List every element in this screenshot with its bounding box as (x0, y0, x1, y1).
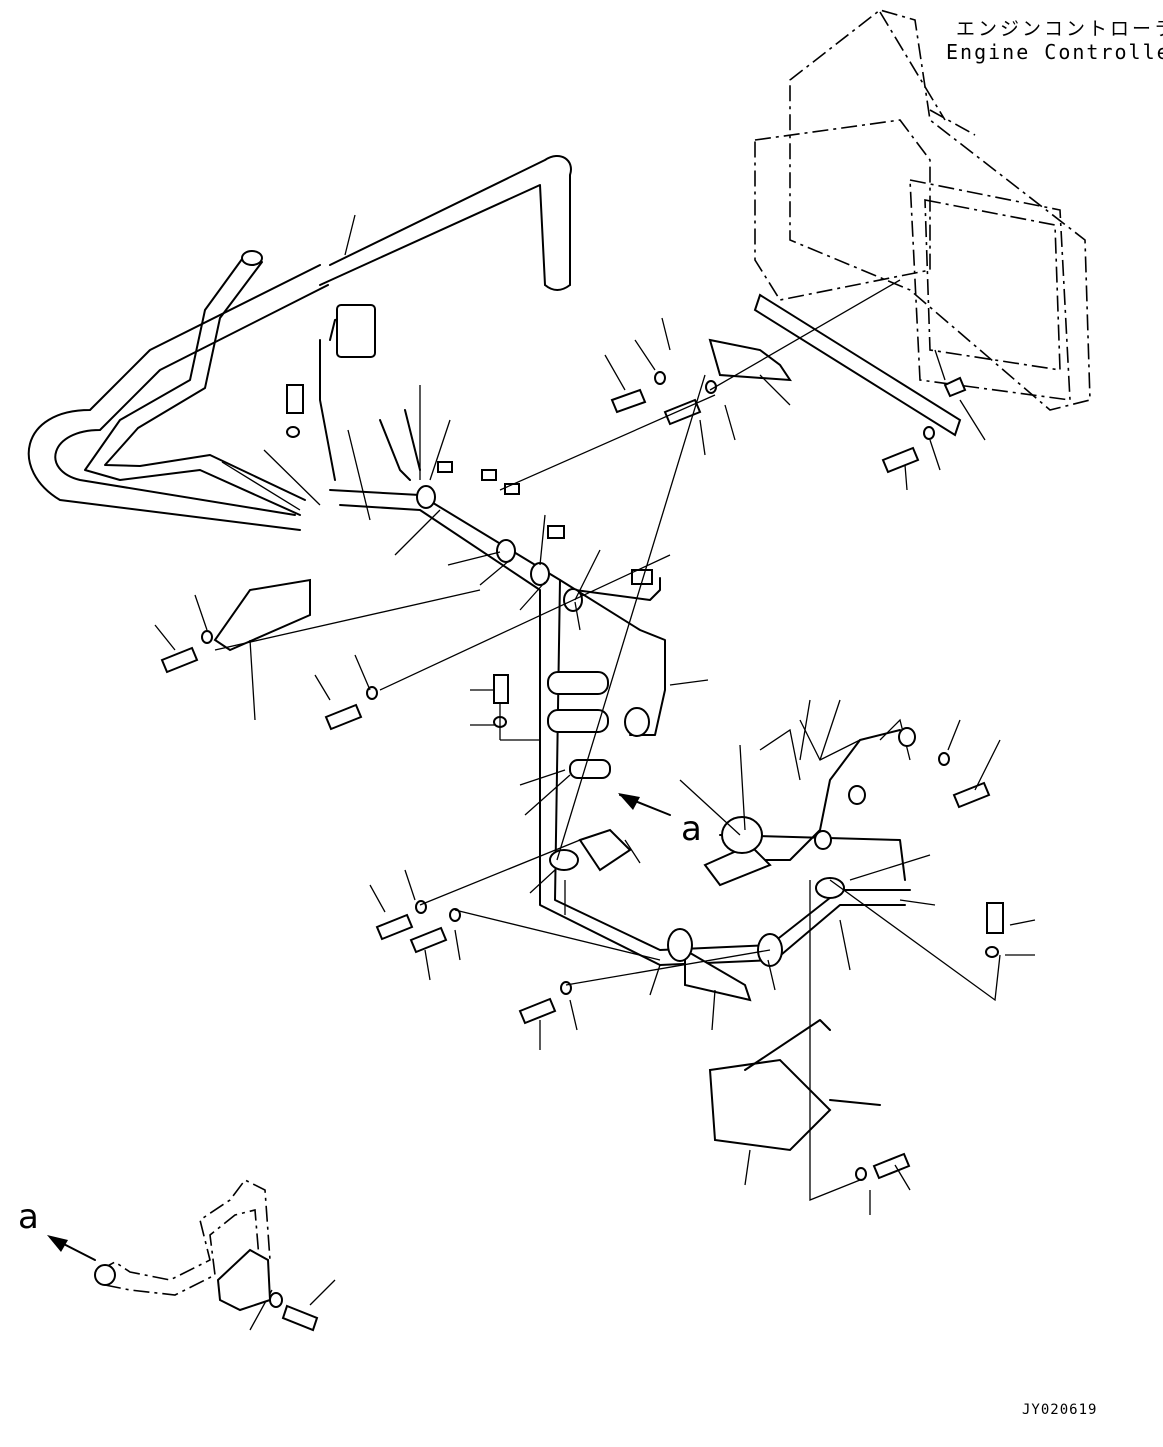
detail-a-reference-main: a (681, 809, 702, 849)
fasteners (160, 371, 1004, 1181)
detail-a-reference-inset: a (18, 1197, 39, 1237)
harness-trunk (319, 314, 911, 966)
hose-assembly (27, 155, 572, 531)
engine-controller-label-jp: エンジンコントローラ (956, 18, 1163, 40)
detail-arrow-main (618, 793, 671, 816)
leader-lines (154, 214, 1036, 1331)
engine-controller (754, 9, 1091, 411)
clamps-and-brackets (213, 293, 962, 1152)
detail-a-inset (47, 1178, 319, 1332)
engine-controller-label-en: Engine Controller (946, 40, 1163, 64)
drawing-number: JY020619 (1022, 1402, 1098, 1418)
